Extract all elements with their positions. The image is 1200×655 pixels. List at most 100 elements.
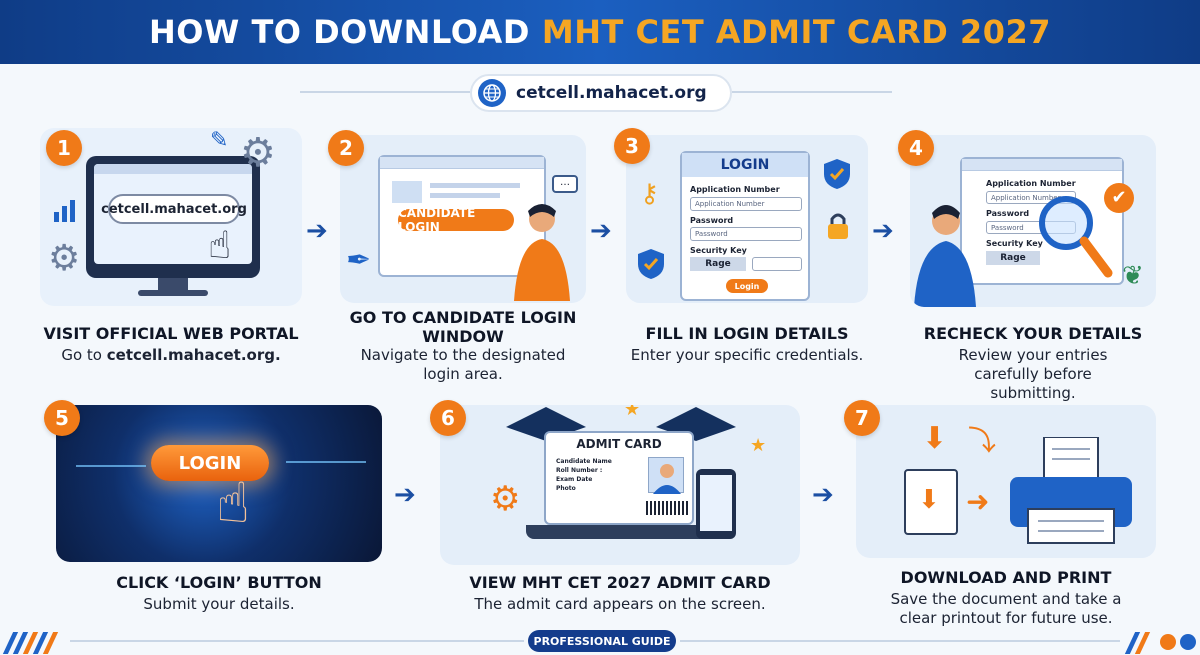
- pen-icon: ✎: [210, 128, 229, 153]
- step-4-number: 4: [898, 130, 934, 166]
- globe-icon: [478, 79, 506, 107]
- password-input[interactable]: Password: [690, 227, 802, 241]
- step-2-desc: Navigate to the designated login area.: [360, 346, 566, 383]
- monitor-stand: [158, 278, 188, 292]
- step-1-url: cetcell.mahacet.org.: [106, 346, 281, 364]
- label-security-key: Security Key: [986, 239, 1043, 248]
- screen-url-box: cetcell.mahacet.org: [101, 194, 247, 224]
- step-3-illustration: LOGIN Application Number Application Num…: [626, 135, 868, 303]
- label-security-key: Security Key: [690, 246, 747, 255]
- gear-icon: ⚙: [240, 130, 276, 176]
- candidate-login-button[interactable]: CANDIDATE LOGIN: [398, 206, 514, 234]
- check-badge-icon: ✔: [1104, 183, 1134, 213]
- step-3-number: 3: [614, 128, 650, 164]
- security-key-input[interactable]: [752, 257, 802, 271]
- step-5-title: CLICK ‘LOGIN’ BUTTON: [116, 573, 322, 592]
- step-5-desc: Submit your details.: [143, 595, 295, 613]
- login-heading: LOGIN: [682, 153, 808, 177]
- step-4-illustration: Application Number Application Number Pa…: [910, 135, 1156, 307]
- pointing-hand-icon: ☝: [216, 471, 251, 536]
- bar-chart-icon: [52, 198, 80, 226]
- captcha-box: Rage: [690, 257, 746, 271]
- step-2-illustration: CANDIDATE LOGIN ✒ …: [340, 135, 586, 303]
- decor-dot: [1180, 634, 1196, 650]
- label-application-number: Application Number: [986, 179, 1076, 188]
- step-6-desc: The admit card appears on the screen.: [474, 595, 766, 613]
- step-5-illustration: LOGIN ☝: [56, 405, 382, 562]
- printer-icon: [1006, 436, 1136, 551]
- divider-right: [732, 91, 892, 93]
- step-4-title: RECHECK YOUR DETAILS: [923, 324, 1143, 343]
- application-number-input[interactable]: Application Number: [690, 197, 802, 211]
- person-icon: [910, 201, 980, 307]
- admit-card-heading: ADMIT CARD: [576, 437, 662, 451]
- captcha-box: Rage: [986, 251, 1040, 265]
- step-1-number: 1: [46, 130, 82, 166]
- curved-arrow-icon: ⤵: [968, 424, 997, 457]
- step-3-title: FILL IN LOGIN DETAILS: [645, 324, 849, 343]
- arrow-right-icon: ➔: [812, 480, 834, 510]
- step-1-title: VISIT OFFICIAL WEB PORTAL: [43, 324, 299, 343]
- step-6-title: VIEW MHT CET 2027 ADMIT CARD: [469, 573, 771, 592]
- gear-icon: ⚙: [48, 238, 81, 279]
- professional-guide-badge: PROFESSIONAL GUIDE: [528, 630, 676, 652]
- lock-icon: [826, 211, 850, 245]
- label-password: Password: [690, 216, 734, 225]
- arrow-right-icon: ➔: [590, 216, 612, 246]
- monitor-base: [138, 290, 208, 296]
- url-text: cetcell.mahacet.org: [516, 83, 707, 103]
- step-6-number: 6: [430, 400, 466, 436]
- pointing-hand-icon: ☝: [208, 223, 232, 267]
- shield-icon: [636, 247, 666, 285]
- arrow-right-icon: ➔: [306, 216, 328, 246]
- footer-divider-left: [70, 640, 524, 642]
- url-badge: cetcell.mahacet.org: [470, 74, 732, 112]
- barcode-icon: [646, 501, 688, 515]
- step-7-number: 7: [844, 400, 880, 436]
- footer-divider-right: [680, 640, 1120, 642]
- star-icon: ★: [624, 405, 641, 420]
- step-1-desc: Go to cetcell.mahacet.org.: [61, 346, 281, 364]
- light-streak: [76, 465, 146, 467]
- monitor-icon: cetcell.mahacet.org: [86, 156, 260, 278]
- arrow-right-icon: ➔: [872, 216, 894, 246]
- gear-icon: ⚙: [490, 479, 521, 519]
- step-5-number: 5: [44, 400, 80, 436]
- step-4-desc: Review your entries carefully before sub…: [958, 346, 1108, 402]
- step-2-title: GO TO CANDIDATE LOGIN WINDOW: [349, 308, 577, 346]
- decor-dot: [1160, 634, 1176, 650]
- title-part-2: MHT CET ADMIT CARD 2027: [541, 13, 1051, 51]
- light-streak: [286, 461, 366, 463]
- document-icon: ⬇: [904, 469, 958, 535]
- step-1-illustration: cetcell.mahacet.org ☝ ⚙ ⚙ ✎: [40, 128, 302, 306]
- step-7-desc: Save the document and take a clear print…: [890, 590, 1122, 627]
- login-button[interactable]: LOGIN: [151, 445, 269, 481]
- photo-icon: [648, 457, 684, 494]
- download-arrow-icon: ⬇: [922, 421, 948, 456]
- shield-icon: [822, 157, 852, 195]
- step-7-title: DOWNLOAD AND PRINT: [900, 568, 1112, 587]
- arrow-right-icon: ➔: [394, 480, 416, 510]
- star-icon: ★: [750, 435, 767, 456]
- step-7-illustration: ⬇ ⬇ ➜ ⤵: [856, 405, 1156, 558]
- label-application-number: Application Number: [690, 185, 780, 194]
- arrow-right-icon: ➜: [966, 485, 990, 518]
- step-3-desc: Enter your specific credentials.: [630, 346, 864, 364]
- divider-left: [300, 91, 470, 93]
- key-icon: ⚷: [640, 179, 660, 209]
- login-submit-button[interactable]: Login: [726, 279, 768, 293]
- person-icon: [508, 201, 574, 301]
- pen-icon: ✒: [346, 243, 372, 278]
- laptop-base: [526, 525, 716, 539]
- plant-icon: ❦: [1122, 261, 1144, 291]
- chat-bubble-icon: …: [552, 175, 578, 193]
- title-part-1: HOW TO DOWNLOAD: [149, 13, 530, 51]
- page-header: HOW TO DOWNLOAD MHT CET ADMIT CARD 2027: [0, 0, 1200, 64]
- label-password: Password: [986, 209, 1030, 218]
- login-form: LOGIN Application Number Application Num…: [680, 151, 810, 301]
- magnifier-icon: [1034, 191, 1114, 285]
- step-2-number: 2: [328, 130, 364, 166]
